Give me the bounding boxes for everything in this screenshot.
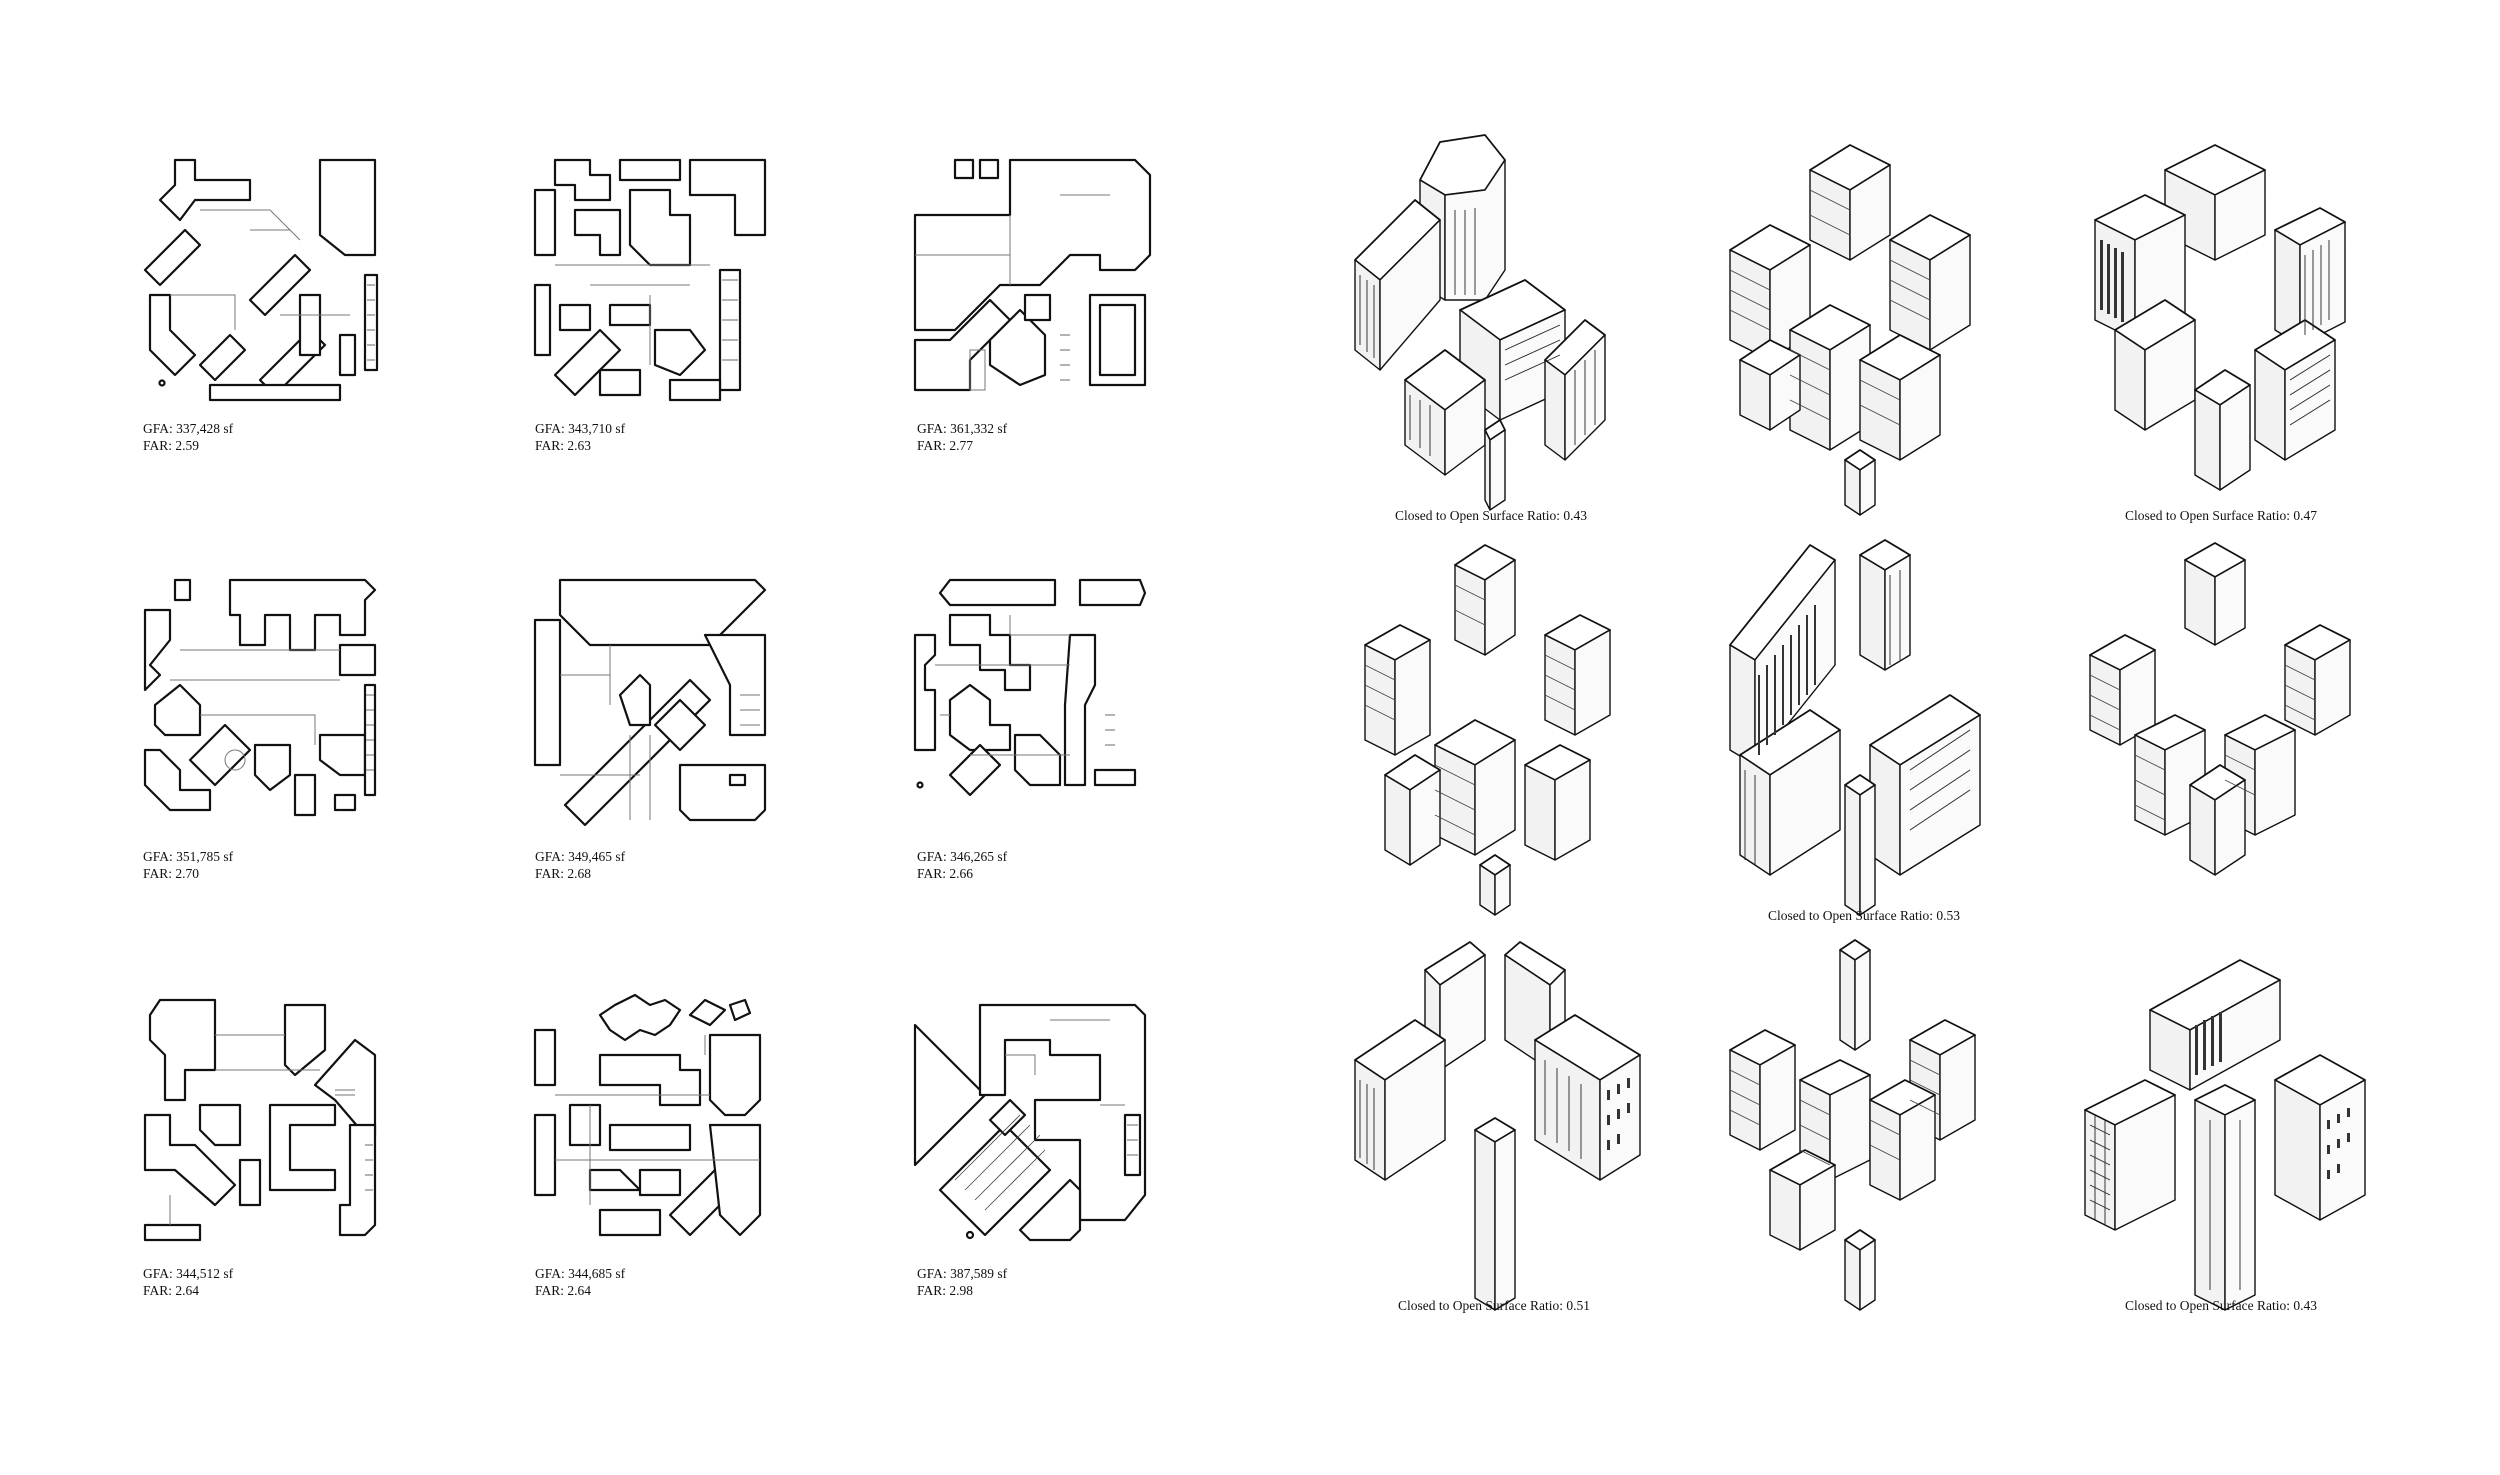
far-value: FAR: 2.66 [917, 866, 974, 881]
axonometric-label-7: Closed to Open Surface Ratio: 0.51 [1398, 1298, 1590, 1313]
plan-label-6: GFA: 346,265 sf FAR: 2.66 [917, 848, 1007, 882]
plan-label-1: GFA: 337,428 sf FAR: 2.59 [143, 420, 233, 454]
site-plan-8 [530, 993, 780, 1245]
site-plan-5 [530, 575, 780, 827]
far-value: FAR: 2.64 [143, 1283, 200, 1298]
gfa-value: GFA: 351,785 sf [143, 849, 234, 864]
gfa-value: GFA: 337,428 sf [143, 421, 234, 436]
axonometric-drawing-4 [1364, 544, 1611, 916]
plan-label-4: GFA: 351,785 sf FAR: 2.70 [143, 848, 233, 882]
site-plan-4 [140, 575, 390, 825]
plan-label-7: GFA: 344,512 sf FAR: 2.64 [143, 1265, 233, 1299]
plan-drawing-3 [913, 158, 1152, 392]
plan-label-2: GFA: 343,710 sf FAR: 2.63 [535, 420, 625, 454]
far-value: FAR: 2.64 [535, 1283, 592, 1298]
far-value: FAR: 2.98 [917, 1283, 974, 1298]
gfa-value: GFA: 349,465 sf [535, 849, 626, 864]
plan-drawing-7 [143, 998, 377, 1242]
plan-label-9: GFA: 387,589 sf FAR: 2.98 [917, 1265, 1007, 1299]
far-value: FAR: 2.59 [143, 438, 200, 453]
axonometric-2 [1710, 130, 2010, 530]
plan-drawing-6 [913, 578, 1147, 797]
axonometric-label-1: Closed to Open Surface Ratio: 0.43 [1395, 508, 1587, 523]
plan-drawing-4 [143, 578, 377, 817]
plan-drawing-5 [533, 578, 767, 827]
site-plan-7 [140, 995, 390, 1245]
far-value: FAR: 2.77 [917, 438, 974, 453]
far-value: FAR: 2.63 [535, 438, 592, 453]
gfa-value: GFA: 343,710 sf [535, 421, 626, 436]
plan-label-5: GFA: 349,465 sf FAR: 2.68 [535, 848, 625, 882]
site-plan-1 [140, 155, 390, 405]
axonometric-4 [1345, 535, 1645, 935]
axonometric-label-3: Closed to Open Surface Ratio: 0.47 [2125, 508, 2317, 523]
axonometric-7 [1345, 930, 1645, 1330]
axonometric-9 [2075, 930, 2375, 1330]
axonometric-drawing-1 [1354, 134, 1606, 511]
gfa-value: GFA: 344,512 sf [143, 1266, 234, 1281]
site-plan-9 [910, 995, 1160, 1245]
site-plan-2 [530, 155, 780, 405]
axonometric-6 [2075, 535, 2375, 935]
axonometric-1 [1345, 130, 1645, 530]
axonometric-drawing-7 [1354, 941, 1641, 1311]
plan-drawing-9 [913, 1003, 1147, 1242]
axonometric-drawing-8 [1729, 939, 1976, 1311]
axonometric-drawing-3 [2094, 144, 2346, 491]
axonometric-5 [1710, 535, 2010, 935]
site-plan-6 [910, 575, 1160, 825]
axonometric-label-5: Closed to Open Surface Ratio: 0.53 [1768, 908, 1960, 923]
site-plan-3 [910, 155, 1160, 405]
gfa-value: GFA: 344,685 sf [535, 1266, 626, 1281]
gfa-value: GFA: 361,332 sf [917, 421, 1008, 436]
axonometric-label-9: Closed to Open Surface Ratio: 0.43 [2125, 1298, 2317, 1313]
gfa-value: GFA: 346,265 sf [917, 849, 1008, 864]
plan-drawing-8 [533, 993, 762, 1237]
far-value: FAR: 2.70 [143, 866, 200, 881]
plan-drawing-1 [143, 158, 379, 402]
plan-label-3: GFA: 361,332 sf FAR: 2.77 [917, 420, 1007, 454]
axonometric-drawing-9 [2084, 959, 2366, 1311]
plan-label-8: GFA: 344,685 sf FAR: 2.64 [535, 1265, 625, 1299]
axonometric-drawing-6 [2089, 542, 2351, 876]
axonometric-8 [1710, 930, 2010, 1330]
axonometric-drawing-2 [1729, 144, 1971, 516]
far-value: FAR: 2.68 [535, 866, 592, 881]
plan-drawing-2 [533, 158, 767, 402]
gfa-value: GFA: 387,589 sf [917, 1266, 1008, 1281]
axonometric-drawing-5 [1729, 539, 1981, 916]
axonometric-3 [2075, 130, 2375, 530]
